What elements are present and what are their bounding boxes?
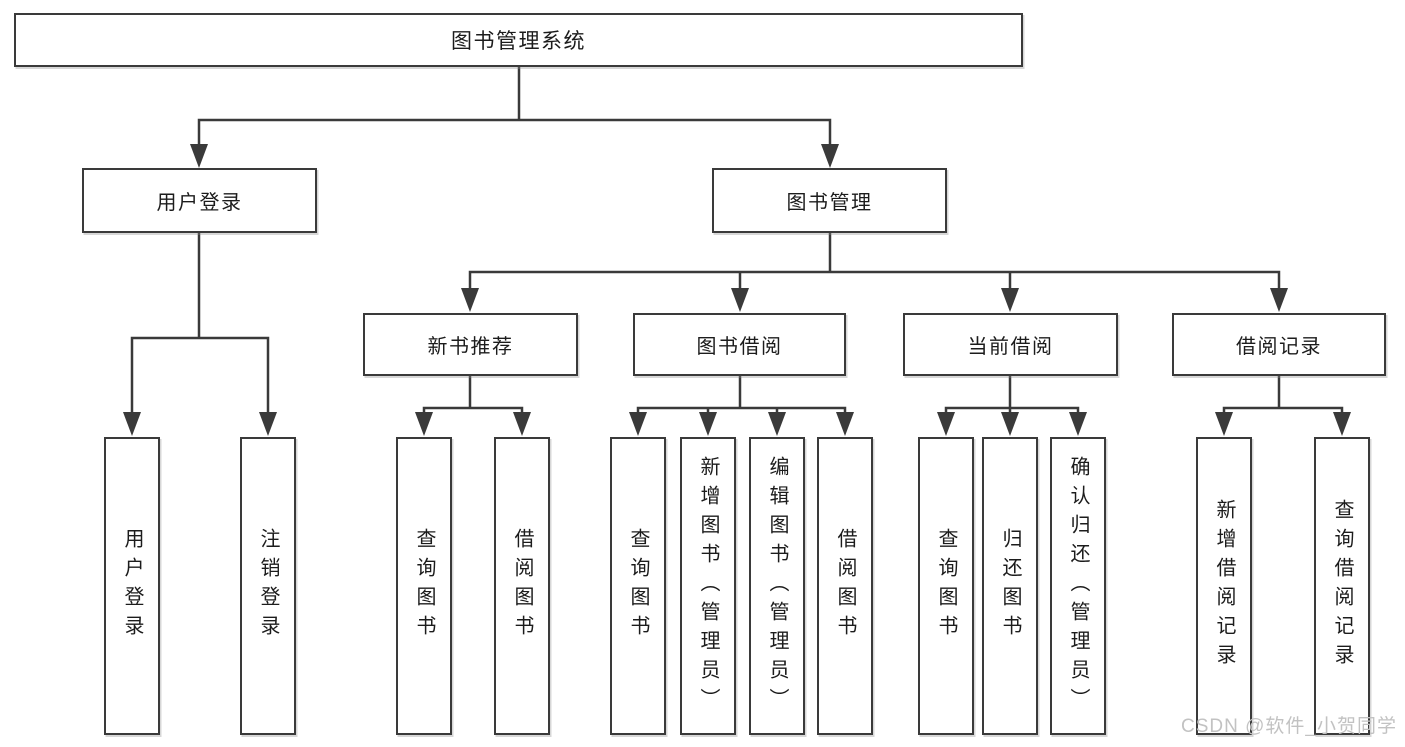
node-label: 编辑图书（管理员）	[766, 455, 788, 717]
node-label: 图书管理系统	[451, 30, 586, 53]
leaf-borrow-borrow-book: 借阅图书	[817, 437, 873, 735]
node-label: 新增图书（管理员）	[697, 455, 719, 717]
leaf-user-login: 用户登录	[104, 437, 160, 735]
leaf-recommend-query-book: 查询图书	[396, 437, 452, 735]
node-label: 归还图书	[999, 528, 1021, 644]
node-label: 图书管理	[786, 192, 873, 214]
node-book-borrow: 图书借阅	[633, 313, 846, 376]
node-label: 用户登录	[156, 192, 243, 214]
leaf-query-borrow-record: 查询借阅记录	[1314, 437, 1370, 735]
arrowheads	[123, 144, 1351, 436]
leaf-logout: 注销登录	[240, 437, 296, 735]
node-label: 查询图书	[935, 528, 957, 644]
node-label: 借阅图书	[834, 528, 856, 644]
leaf-return-book: 归还图书	[982, 437, 1038, 735]
node-label: 当前借阅	[967, 336, 1054, 358]
node-label: 用户登录	[121, 528, 143, 644]
leaf-edit-book-admin: 编辑图书（管理员）	[749, 437, 805, 735]
node-label: 确认归还（管理员）	[1067, 455, 1089, 717]
leaf-recommend-borrow-book: 借阅图书	[494, 437, 550, 735]
leaf-borrow-query-book: 查询图书	[610, 437, 666, 735]
node-library-system: 图书管理系统	[14, 13, 1023, 67]
leaf-add-borrow-record: 新增借阅记录	[1196, 437, 1252, 735]
node-borrow-records: 借阅记录	[1172, 313, 1386, 376]
node-label: 借阅记录	[1236, 336, 1322, 358]
node-label: 查询图书	[627, 528, 649, 644]
node-label: 借阅图书	[511, 528, 533, 644]
node-label: 注销登录	[257, 528, 279, 644]
node-new-book-recommend: 新书推荐	[363, 313, 578, 376]
node-user-login: 用户登录	[82, 168, 317, 233]
node-label: 查询图书	[413, 528, 435, 644]
node-book-management: 图书管理	[712, 168, 947, 233]
csdn-watermark: CSDN @软件_小贺同学	[1181, 716, 1397, 737]
node-label: 查询借阅记录	[1331, 499, 1353, 673]
node-label: 新增借阅记录	[1213, 499, 1235, 673]
leaf-confirm-return-admin: 确认归还（管理员）	[1050, 437, 1106, 735]
node-label: 图书借阅	[696, 336, 783, 358]
node-current-borrow: 当前借阅	[903, 313, 1118, 376]
node-label: 新书推荐	[427, 336, 514, 358]
leaf-add-book-admin: 新增图书（管理员）	[680, 437, 736, 735]
leaf-current-query-book: 查询图书	[918, 437, 974, 735]
